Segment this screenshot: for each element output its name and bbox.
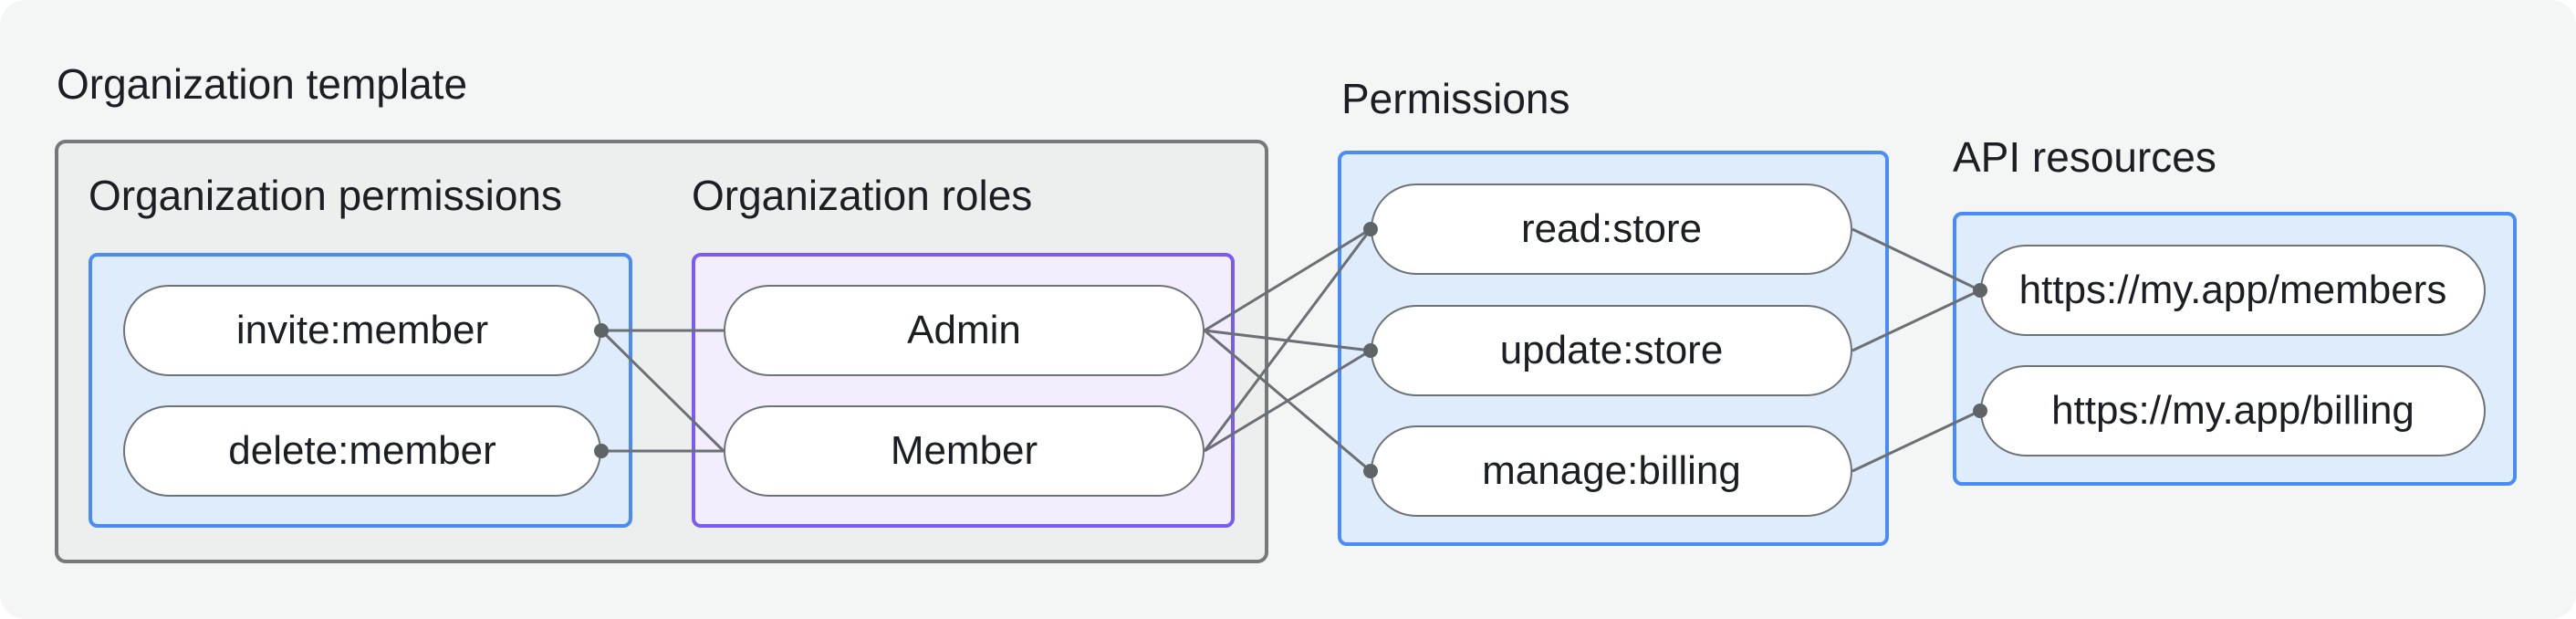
node-invite-member-label: invite:member — [235, 308, 489, 352]
node-update-store-label: update:store — [1499, 328, 1724, 372]
permissions-label: Permissions — [1341, 75, 1570, 122]
node-manage-billing-label: manage:billing — [1482, 448, 1741, 493]
node-invite-member: invite:member — [123, 285, 601, 376]
diagram-title: Organization template — [57, 60, 468, 108]
node-member: Member — [724, 405, 1205, 497]
node-read-store: read:store — [1371, 184, 1852, 275]
node-manage-billing: manage:billing — [1371, 425, 1852, 517]
node-delete-member-label: delete:member — [228, 428, 496, 473]
node-admin: Admin — [724, 285, 1205, 376]
node-read-store-label: read:store — [1520, 206, 1703, 251]
node-admin-label: Admin — [907, 308, 1021, 352]
node-api-billing-label: https://my.app/billing — [2051, 388, 2414, 433]
node-delete-member: delete:member — [123, 405, 601, 497]
org-roles-label: Organization roles — [692, 172, 1033, 219]
api-resources-label: API resources — [1953, 133, 2216, 181]
node-api-billing: https://my.app/billing — [1980, 365, 2486, 456]
node-member-label: Member — [890, 428, 1038, 473]
node-api-members-label: https://my.app/members — [2018, 268, 2447, 312]
node-update-store: update:store — [1371, 305, 1852, 396]
node-api-members: https://my.app/members — [1980, 245, 2486, 336]
org-permissions-label: Organization permissions — [89, 172, 563, 219]
